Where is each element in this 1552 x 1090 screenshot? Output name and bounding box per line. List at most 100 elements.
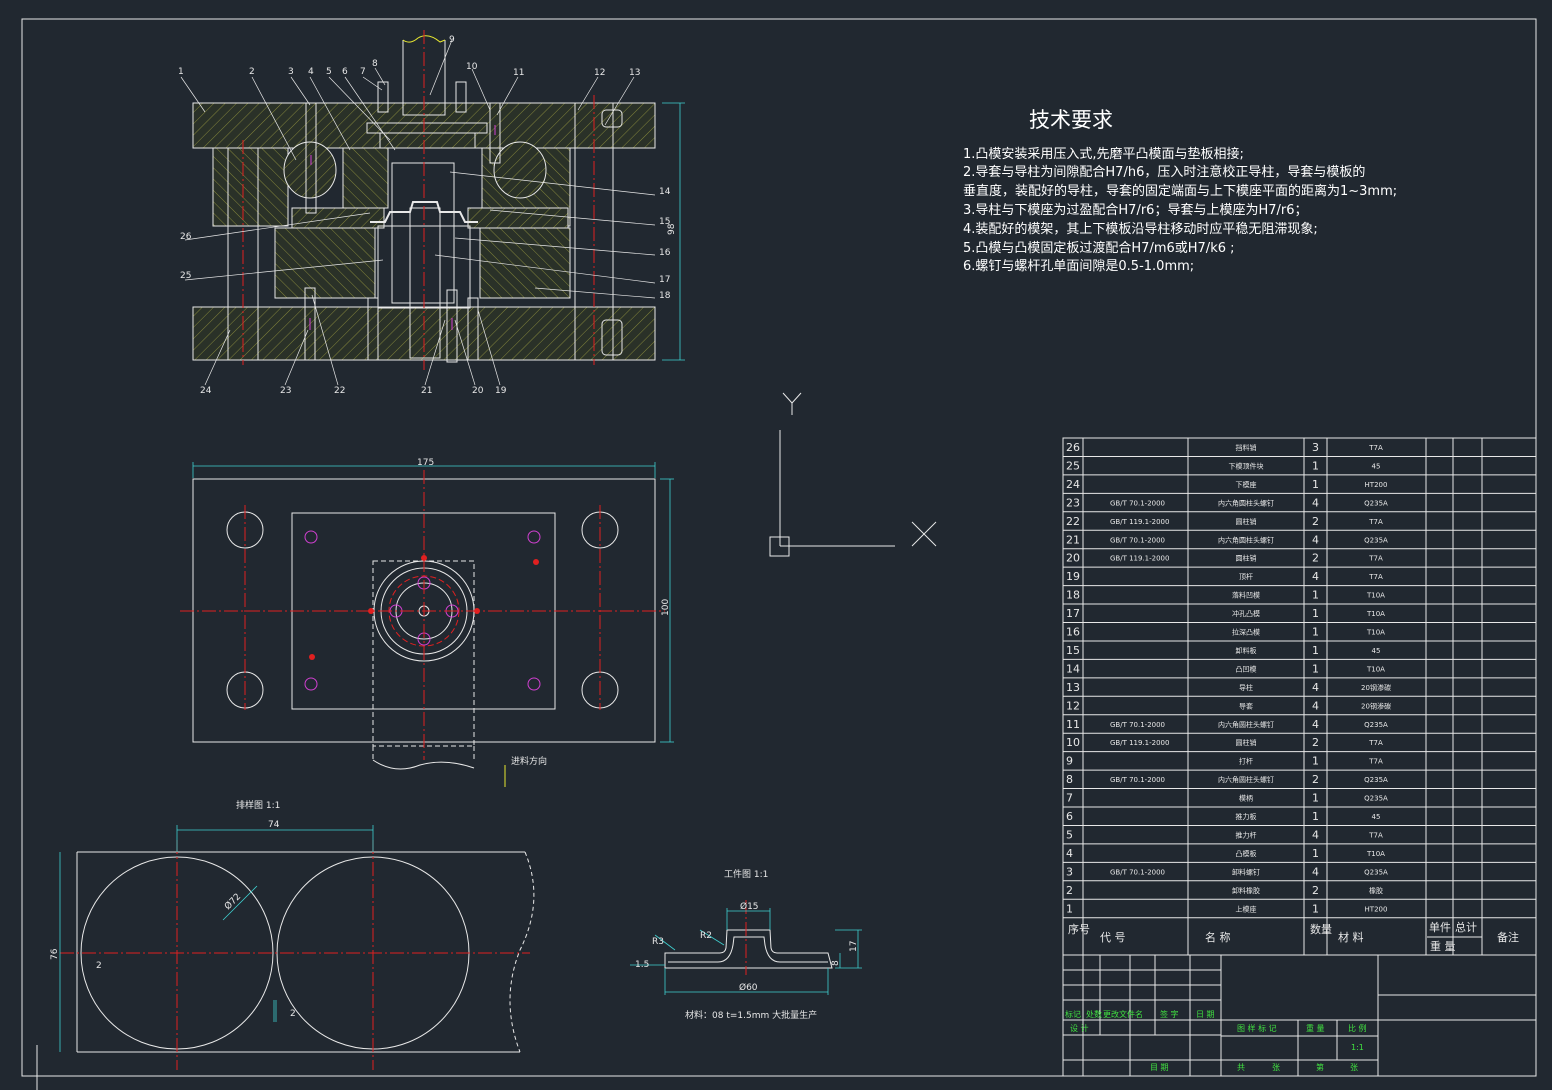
bom-cell-qty: 4 bbox=[1312, 570, 1319, 583]
bom-cell-code: GB/T 70.1-2000 bbox=[1110, 536, 1165, 544]
part-label: 1 bbox=[178, 67, 184, 77]
material-note: 材料：08 t=1.5mm 大批量生产 bbox=[685, 1009, 817, 1021]
bom-cell-mat: Q235A bbox=[1364, 499, 1388, 507]
bom-cell-name: 内六角圆柱头螺钉 bbox=[1218, 775, 1274, 784]
bom-header-weight: 重 量 bbox=[1430, 939, 1456, 953]
bom-cell-qty: 2 bbox=[1312, 884, 1319, 897]
ucs-icon bbox=[769, 392, 937, 557]
bom-cell-name: 导套 bbox=[1239, 701, 1253, 710]
bom-cell-qty: 1 bbox=[1312, 589, 1319, 602]
bom-cell-no: 7 bbox=[1066, 792, 1073, 805]
bom-cell-mat: T7A bbox=[1368, 518, 1383, 526]
bom-header-no: 序号 bbox=[1068, 922, 1090, 936]
bom-header-unit: 单件 bbox=[1429, 921, 1451, 934]
bom-cell-qty: 1 bbox=[1312, 478, 1319, 491]
bom-cell-mat: HT200 bbox=[1365, 905, 1388, 913]
part-label: 22 bbox=[334, 386, 345, 396]
bottom-dia-label: Ø60 bbox=[739, 982, 758, 993]
bom-cell-qty: 4 bbox=[1312, 699, 1319, 712]
bom-cell-mat: Q235A bbox=[1364, 776, 1388, 784]
bom-cell-mat: 20钢渗碳 bbox=[1361, 701, 1391, 710]
tb-sheet-unit1: 张 bbox=[1272, 1063, 1280, 1072]
bom-cell-qty: 1 bbox=[1312, 626, 1319, 639]
part-label: 26 bbox=[180, 232, 192, 242]
bom-cell-no: 1 bbox=[1066, 902, 1073, 915]
bom-cell-no: 3 bbox=[1066, 865, 1073, 878]
bom-cell-no: 22 bbox=[1066, 515, 1080, 528]
bom-cell-name: 圆柱销 bbox=[1236, 738, 1257, 747]
bom-cell-no: 8 bbox=[1066, 773, 1073, 786]
bom-cell-no: 2 bbox=[1066, 884, 1073, 897]
bom-cell-name: 内六角圆柱头螺钉 bbox=[1218, 720, 1274, 729]
tb-date: 日 期 bbox=[1196, 1010, 1215, 1019]
bom-header-name: 名 称 bbox=[1205, 930, 1231, 944]
bom-cell-no: 18 bbox=[1066, 589, 1080, 602]
thickness-dim-label: 1.5 bbox=[635, 960, 649, 970]
part-label: 17 bbox=[659, 275, 670, 285]
bom-cell-no: 19 bbox=[1066, 570, 1080, 583]
bom-cell-mat: Q235A bbox=[1364, 795, 1388, 803]
tech-line: 1.凸模安装采用压入式,先磨平凸模面与垫板相接; bbox=[963, 146, 1244, 162]
title-block: 标记 处数 更改文件名 签 字 日 期 设 计 目 期 图 样 标 记 重 量 … bbox=[1062, 954, 1537, 1077]
bom-cell-mat: Q235A bbox=[1364, 721, 1388, 729]
layout-title: 排样图 1:1 bbox=[236, 799, 280, 811]
tech-title: 技术要求 bbox=[1029, 108, 1113, 132]
bom-cell-mat: T10A bbox=[1366, 610, 1385, 618]
bom-cell-mat: HT200 bbox=[1365, 481, 1388, 489]
part-label: 8 bbox=[372, 59, 378, 69]
bom-cell-name: 下模座 bbox=[1236, 480, 1257, 489]
bom-cell-mat: T10A bbox=[1366, 850, 1385, 858]
part-label: 23 bbox=[280, 386, 291, 396]
tb-sheet-unit2: 张 bbox=[1350, 1063, 1358, 1072]
part-label: 11 bbox=[513, 68, 524, 78]
gap-dim-label: 2 bbox=[290, 1009, 296, 1019]
assembly-section-view bbox=[192, 30, 685, 370]
bom-cell-no: 17 bbox=[1066, 607, 1080, 620]
strip-width-label: 76 bbox=[50, 948, 60, 960]
diameter-dim-label: Ø72 bbox=[222, 891, 243, 912]
bom-cell-no: 6 bbox=[1066, 810, 1073, 823]
top-dia-label: Ø15 bbox=[740, 901, 759, 912]
bom-cell-name: 模柄 bbox=[1239, 794, 1253, 803]
bom-cell-qty: 2 bbox=[1312, 552, 1319, 565]
part-label: 25 bbox=[180, 271, 191, 281]
bom-cell-qty: 4 bbox=[1312, 865, 1319, 878]
part-label: 18 bbox=[659, 291, 671, 301]
bom-cell-qty: 1 bbox=[1312, 792, 1319, 805]
bom-header-qty: 数量 bbox=[1310, 923, 1332, 936]
bom-cell-qty: 1 bbox=[1312, 847, 1319, 860]
feed-direction-label: 进料方向 bbox=[511, 755, 547, 767]
bom-cell-no: 9 bbox=[1066, 755, 1073, 768]
tb-sign: 签 字 bbox=[1160, 1009, 1179, 1019]
bom-cell-name: 打杆 bbox=[1239, 757, 1253, 766]
bom-cell-no: 23 bbox=[1066, 496, 1080, 509]
part-view: 工件图 1:1 Ø15 Ø60 17 8 1.5 R3 R2 材料：08 t=1… bbox=[630, 868, 862, 1021]
tb-change: 更改文件名 bbox=[1103, 1009, 1143, 1019]
tech-line: 4.装配好的模架，其上下模板沿导柱移动时应平稳无阻滞现象; bbox=[963, 221, 1318, 237]
part-label: 7 bbox=[360, 67, 366, 77]
part-label: 5 bbox=[326, 67, 332, 77]
bom-cell-name: 凸凹模 bbox=[1236, 664, 1257, 673]
bom-cell-mat: T7A bbox=[1368, 758, 1383, 766]
tb-scale-value: 1:1 bbox=[1351, 1043, 1364, 1052]
bom-cell-mat: T7A bbox=[1368, 831, 1383, 839]
tb-sheet-total: 共 bbox=[1237, 1063, 1245, 1072]
bom-cell-qty: 2 bbox=[1312, 736, 1319, 749]
tb-mark: 标记 bbox=[1065, 1009, 1081, 1019]
bom-cell-mat: 橡胶 bbox=[1369, 886, 1383, 895]
part-label: 4 bbox=[308, 67, 314, 77]
width-dim-label: 175 bbox=[417, 458, 434, 468]
part-label: 3 bbox=[288, 67, 294, 77]
bom-cell-name: 卸料板 bbox=[1236, 646, 1257, 655]
bom-cell-qty: 3 bbox=[1312, 441, 1319, 454]
bom-cell-no: 16 bbox=[1066, 626, 1080, 639]
bom-cell-mat: T7A bbox=[1368, 573, 1383, 581]
bom-cell-name: 上模座 bbox=[1236, 904, 1257, 913]
part-label: 15 bbox=[659, 217, 670, 227]
tb-sheet-no: 第 bbox=[1316, 1062, 1324, 1072]
bom-cell-mat: Q235A bbox=[1364, 536, 1388, 544]
bom-cell-mat: 45 bbox=[1372, 462, 1381, 470]
pitch-dim-label: 74 bbox=[268, 820, 280, 830]
bom-header-note: 备注 bbox=[1497, 930, 1519, 944]
